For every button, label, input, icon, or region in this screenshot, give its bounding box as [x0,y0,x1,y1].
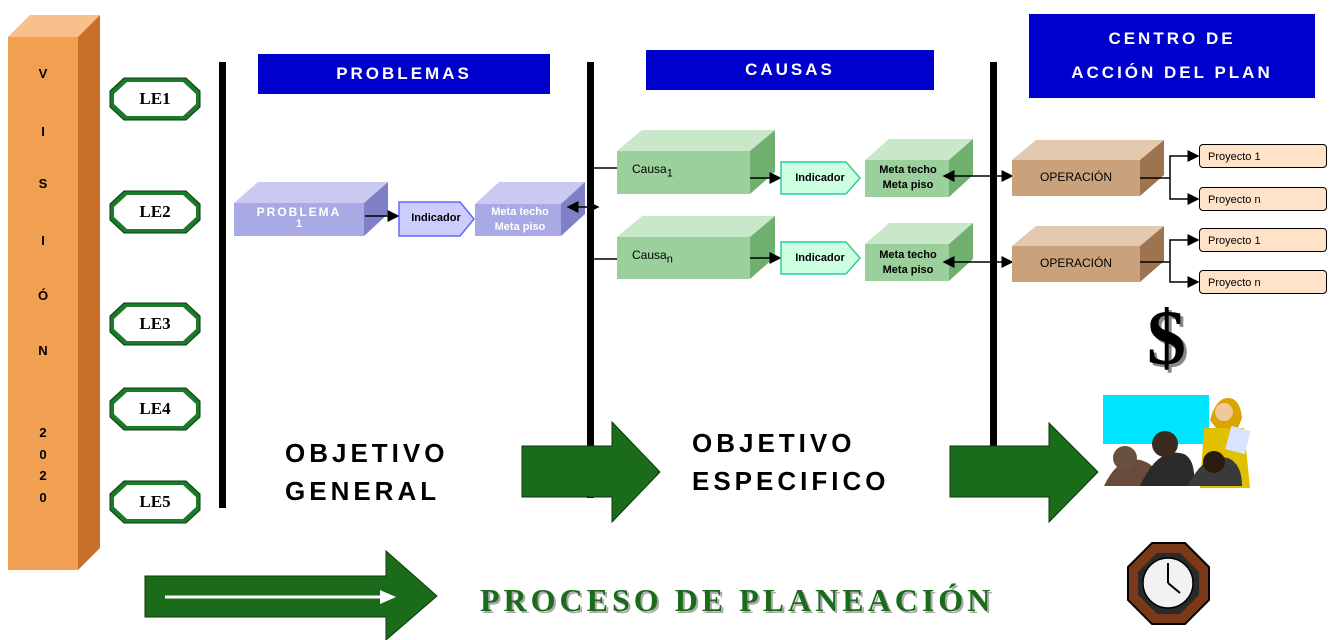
divider-line-2 [587,62,594,498]
problema-meta-techo: Meta techo [491,206,549,218]
problema-number: 1 [295,218,303,230]
problema-meta-piso: Meta piso [494,221,546,233]
banner-centro-line1: CENTRO DE [1108,29,1236,48]
causa-n-meta-box [865,223,973,281]
le-label: LE2 [139,202,171,221]
causa-1-indicador-label: Indicador [795,172,845,184]
le-label: LE4 [139,399,171,418]
causa-1-box [617,130,775,194]
le-label: LE5 [139,492,171,511]
vision-letter: 2 [39,468,47,483]
causa-n-meta-techo: Meta techo [879,249,937,261]
divider-line-3 [990,62,997,452]
vision-letter: I [41,233,45,248]
banner-causas: CAUSAS [646,50,934,90]
causa-1-meta-techo: Meta techo [879,164,937,176]
problema-indicador-label: Indicador [411,212,461,224]
causa-1-label: Causa1 [632,162,673,179]
causa-1-meta-box [865,139,973,197]
le-label: LE3 [139,314,171,333]
banner-centro-accion: CENTRO DE ACCIÓN DEL PLAN [1029,14,1315,98]
causa-n-subscript: n [666,253,673,266]
banner-problemas: PROBLEMAS [258,54,550,94]
vision-letter: Ó [37,288,49,303]
causa-n-label: Causan [632,248,673,265]
operacion-1-label: OPERACIÓN [1039,170,1112,184]
dollar-sign: $ [1147,294,1186,381]
objetivo-especifico-text: OBJETIVO ESPECIFICO [692,424,889,500]
problema-indicador-shape [398,201,475,237]
proyecto-box: Proyecto 1 [1199,144,1327,168]
banner-centro-line2: ACCIÓN DEL PLAN [1071,63,1273,82]
causa-n-indicador-label: Indicador [795,252,845,264]
vision-letter: I [41,124,45,139]
operacion-2-box [1012,226,1164,282]
objetivo-general-text: OBJETIVO GENERAL [285,434,448,510]
vision-letter: 0 [39,447,47,462]
le-label: LE1 [139,89,171,108]
objetivo-general-line1: OBJETIVO [285,438,449,468]
arrow-objetivo-especifico [949,421,1099,524]
vision-letter: V [38,66,48,81]
operacion-2-label: OPERACIÓN [1039,256,1112,270]
vision-letter: S [38,176,48,191]
causa-n-label-text: Causa [632,248,667,262]
objetivo-especifico-line2: ESPECIFICO [692,466,890,496]
objetivo-especifico-line1: OBJETIVO [692,428,856,458]
vision-letter: 0 [39,490,47,505]
proyecto-box: Proyecto 1 [1199,228,1327,252]
causa-1-meta-piso: Meta piso [882,179,934,191]
divider-line-1 [219,62,226,508]
causa-1-label-text: Causa [632,162,667,176]
problema-label: PROBLEMA [256,205,342,219]
causa-n-box [617,216,775,279]
problema-box [234,182,388,236]
vision-letter: N [38,343,48,358]
clock-icon [1127,542,1210,625]
vision-letter: 2 [39,425,47,440]
meeting-illustration [1103,395,1251,488]
causa-n-meta-piso: Meta piso [882,264,934,276]
causa-1-subscript: 1 [666,167,673,180]
proyecto-box: Proyecto n [1199,270,1327,294]
footer-title: PROCESO DE PLANEACIÓN [480,582,995,618]
arrow-objetivo-general [521,420,661,524]
objetivo-general-line2: GENERAL [285,476,441,506]
vision-bar [8,15,100,570]
operacion-1-box [1012,140,1164,196]
proyecto-box: Proyecto n [1199,187,1327,211]
